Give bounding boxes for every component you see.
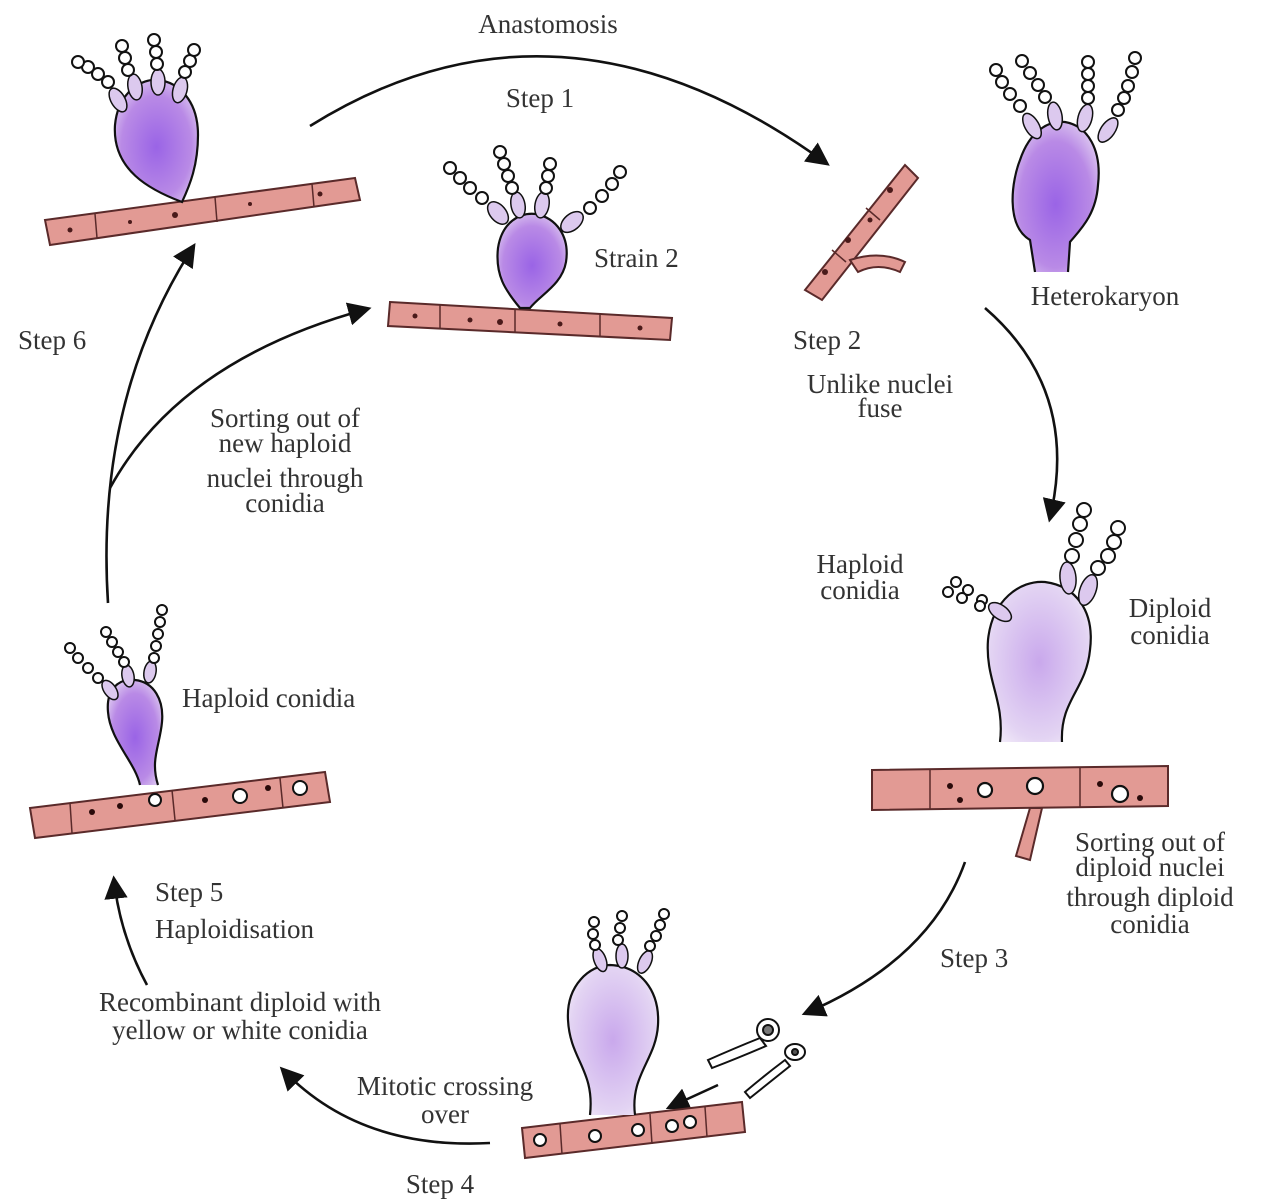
label-step4: Step 4 xyxy=(385,1172,495,1197)
label-haploid-conidia-right-line1: Haploid xyxy=(800,552,920,577)
label-step2: Step 2 xyxy=(793,328,861,353)
label-sorting-diploid-line4: conidia xyxy=(1040,912,1260,937)
label-recombinant-line2: yellow or white conidia xyxy=(50,1018,430,1043)
label-strain2: Strain 2 xyxy=(594,246,679,271)
label-haploid-conidia-left: Haploid conidia xyxy=(182,686,355,711)
conidiophore-strain1 xyxy=(45,34,360,245)
arrow-spore-to-hypha xyxy=(670,1085,718,1107)
arrow-to-strain2 xyxy=(110,309,367,488)
hypha xyxy=(30,772,330,838)
label-step3: Step 3 xyxy=(940,946,1008,971)
label-anastomosis: Anastomosis xyxy=(458,12,638,37)
label-sorting-haploid-line4: conidia xyxy=(165,491,405,516)
anastomosis-hyphae xyxy=(805,165,918,300)
label-sorting-diploid-line3: through diploid xyxy=(1040,885,1260,910)
label-haploid-conidia-right-line2: conidia xyxy=(800,578,920,603)
vesicle xyxy=(568,965,658,1115)
vesicle xyxy=(497,214,566,308)
label-step6: Step 6 xyxy=(18,328,86,353)
label-recombinant-line1: Recombinant diploid with xyxy=(50,990,430,1015)
label-mitotic-line1: Mitotic crossing xyxy=(320,1074,570,1099)
label-step1: Step 1 xyxy=(485,86,595,111)
label-step5: Step 5 xyxy=(155,880,223,905)
conidiophore-haploid-left xyxy=(30,605,330,838)
label-sorting-diploid-line2: diploid nuclei xyxy=(1040,855,1260,880)
label-diploid-conidia-line1: Diploid xyxy=(1110,596,1230,621)
vesicle xyxy=(115,80,198,202)
label-mitotic-line2: over xyxy=(320,1102,570,1127)
label-step5-desc: Haploidisation xyxy=(155,917,314,942)
arrow-step3 xyxy=(806,862,965,1013)
label-step2-desc-line2: fuse xyxy=(780,396,980,421)
arrow-step5 xyxy=(114,880,147,985)
arrow-step2 xyxy=(985,308,1057,518)
germinating-conidia xyxy=(708,1019,805,1098)
label-diploid-conidia-line2: conidia xyxy=(1110,623,1230,648)
label-heterokaryon: Heterokaryon xyxy=(1005,284,1205,309)
label-sorting-haploid-line2: new haploid xyxy=(165,431,405,456)
conidiophore-heterokaryon xyxy=(990,52,1141,272)
